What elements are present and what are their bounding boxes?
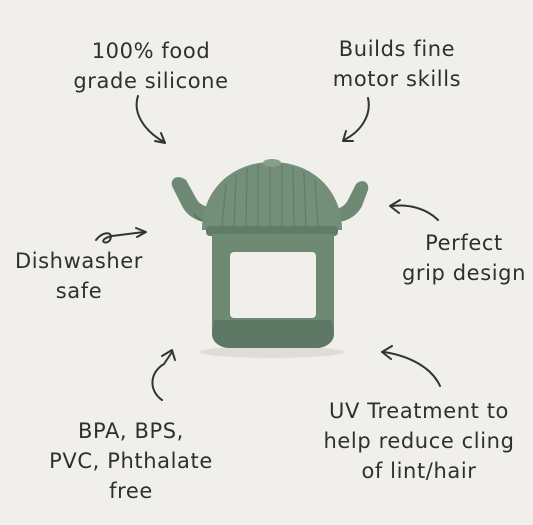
arrow-dishwasher xyxy=(95,227,147,244)
callout-motor-skills: Builds fine motor skills xyxy=(320,34,474,94)
callout-uv-treatment-line-3: of lint/hair xyxy=(361,459,477,483)
arrow-uv xyxy=(381,345,441,387)
callout-bpa-free-line-2: PVC, Phthalate xyxy=(49,449,213,473)
callout-grip-line-1: Perfect xyxy=(425,231,503,255)
callout-grip-line-2: grip design xyxy=(401,261,527,285)
callout-food-grade-line-1: 100% food xyxy=(91,39,211,63)
callout-grip: Perfect grip design xyxy=(396,228,532,288)
callout-dishwasher: Dishwasher safe xyxy=(8,246,150,306)
callout-uv-treatment: UV Treatment to help reduce cling of lin… xyxy=(312,396,526,486)
arrow-grip xyxy=(389,199,439,221)
callout-bpa-free-line-1: BPA, BPS, xyxy=(78,419,184,443)
callout-uv-treatment-line-1: UV Treatment to xyxy=(328,399,510,423)
callout-dishwasher-line-1: Dishwasher xyxy=(14,249,144,273)
arrow-bpa xyxy=(151,349,176,401)
callout-bpa-free-line-3: free xyxy=(109,479,153,503)
callout-food-grade-line-2: grade silicone xyxy=(73,69,229,93)
callout-motor-skills-line-1: Builds fine xyxy=(338,37,456,61)
callout-bpa-free: BPA, BPS, PVC, Phthalate free xyxy=(46,416,216,506)
callout-food-grade: 100% food grade silicone xyxy=(72,36,230,96)
callout-uv-treatment-line-2: help reduce cling xyxy=(323,429,515,453)
arrow-motor-skills xyxy=(342,97,370,142)
callout-dishwasher-line-2: safe xyxy=(55,279,103,303)
arrow-food-grade xyxy=(135,95,166,144)
callout-motor-skills-line-2: motor skills xyxy=(332,67,462,91)
